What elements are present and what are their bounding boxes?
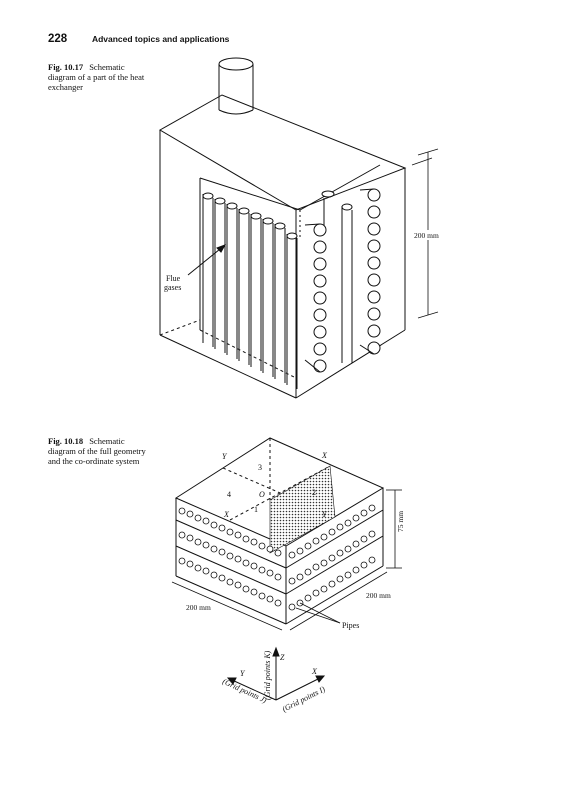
face-1-label: 1: [254, 505, 258, 514]
axis-y-grid-label: (Grid points J): [221, 677, 268, 705]
pipe-rows: [178, 504, 376, 611]
face-4-label: 4: [227, 490, 231, 499]
height-75mm-label: 75 mm: [396, 511, 405, 532]
face-3-label: 3: [258, 463, 262, 472]
front-y-label: Y: [322, 510, 328, 519]
front-x-label: X: [223, 510, 230, 519]
figure-18-number: Fig. 10.18: [48, 436, 84, 446]
dimension-label-200mm: 200 mm: [414, 231, 439, 240]
face-2-label: 2: [312, 488, 316, 497]
figure-17-caption-text: Schematic diagram of a part of the heat …: [48, 62, 145, 92]
figure-18-caption-text: Schematic diagram of the full geometry a…: [48, 436, 146, 466]
computational-domain-shading: [269, 465, 336, 554]
flue-label-1: Flue: [166, 274, 181, 283]
top-x-label: X: [321, 451, 328, 460]
axis-y-label: Y: [240, 669, 246, 678]
axis-x-grid-label: (Grid points I): [281, 684, 327, 713]
flue-gases-arrow: [187, 244, 227, 276]
width-left-label: 200 mm: [186, 603, 211, 612]
axis-z-label: Z: [280, 653, 285, 662]
top-y-label: Y: [222, 452, 228, 461]
axis-x-label: X: [311, 667, 318, 676]
coordinate-axes: [226, 646, 326, 701]
origin-label: O: [259, 490, 265, 499]
page-number: 228: [48, 33, 68, 45]
running-title: Advanced topics and applications: [91, 34, 230, 44]
page-header: 228 Advanced topics and applications: [48, 33, 229, 45]
box-dimensions: [171, 489, 402, 631]
figure-17-number: Fig. 10.17: [48, 62, 84, 72]
pipes-label: Pipes: [342, 621, 359, 630]
vertical-tubes: [202, 190, 353, 389]
flue-label-2: gases: [164, 283, 181, 292]
pipes-pointer: [295, 602, 341, 624]
width-right-label: 200 mm: [366, 591, 391, 600]
axis-z-grid-label: (Grid points K): [263, 650, 272, 700]
horizontal-tubes: [313, 188, 381, 373]
